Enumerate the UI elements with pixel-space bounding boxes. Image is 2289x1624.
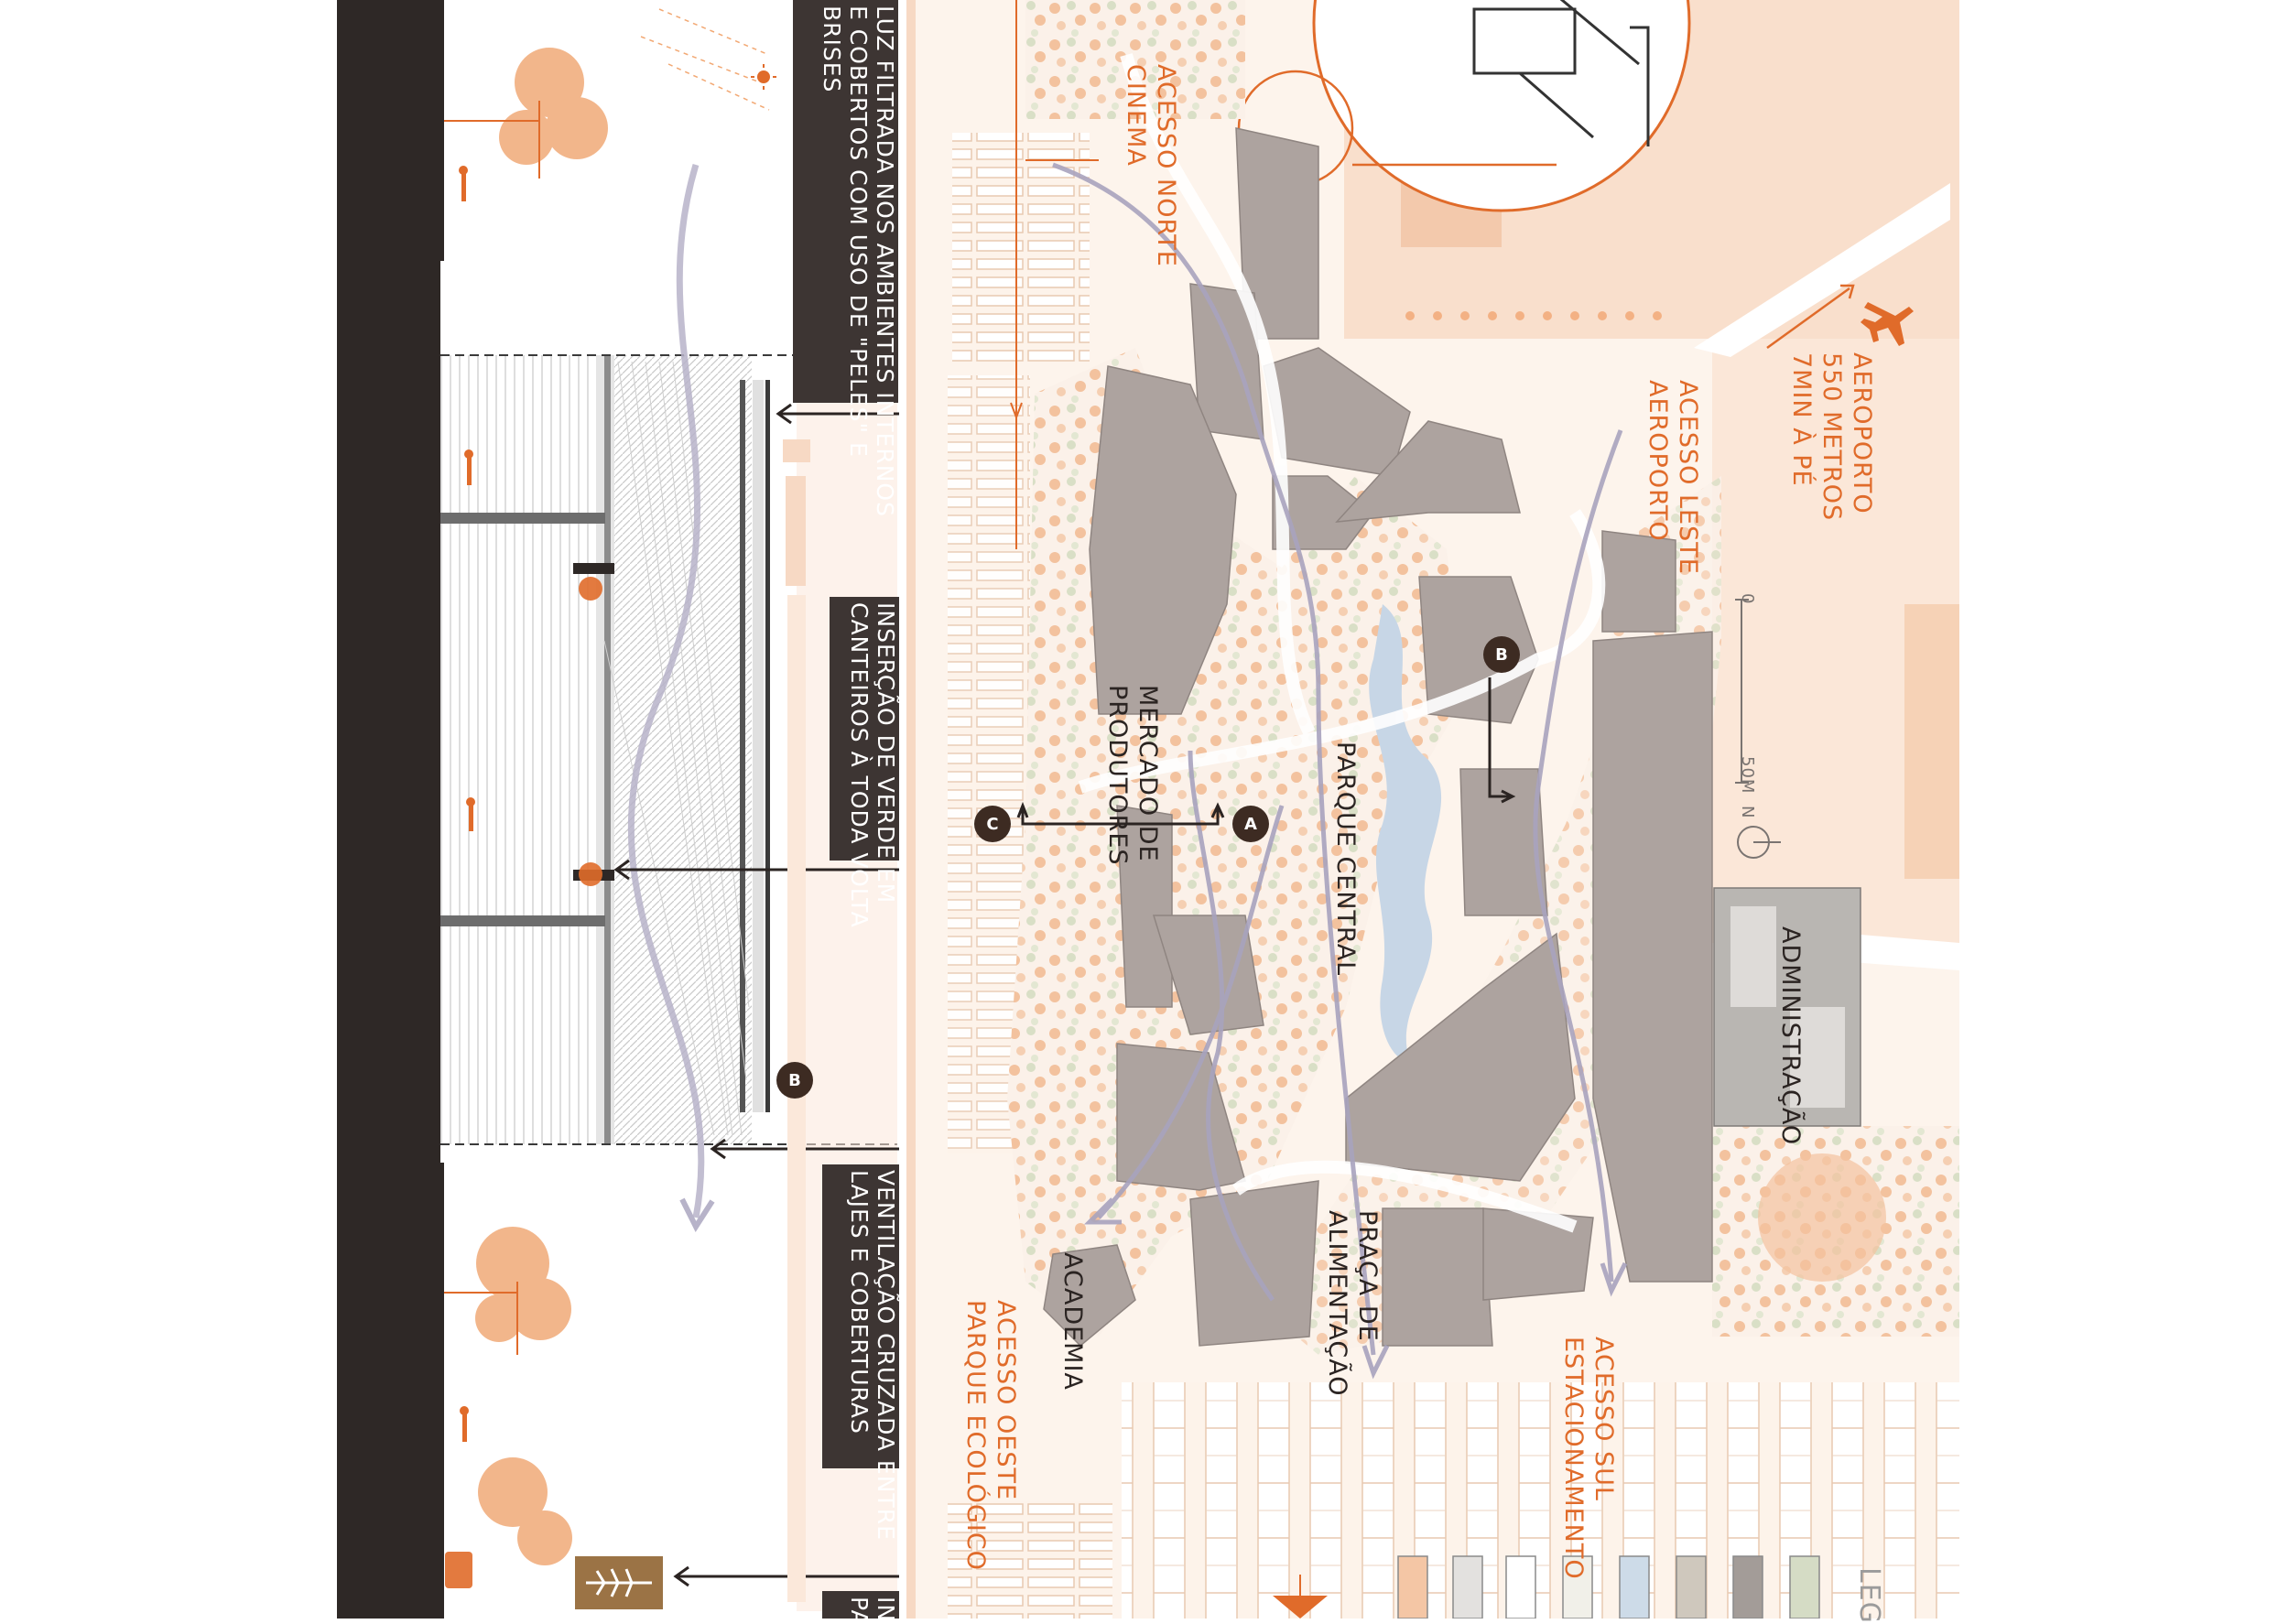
building-masses <box>1043 127 1713 1348</box>
scale-max: 50M <box>1738 756 1757 795</box>
scale-zero: 0 <box>1738 593 1757 605</box>
section-marker-b: B <box>1483 636 1520 673</box>
north-label: N <box>1738 806 1757 819</box>
site-plan <box>916 0 1959 1619</box>
section-marker-a: A <box>1232 806 1269 842</box>
section-marker-c: C <box>974 806 1011 842</box>
note-cut-off: INS PA <box>822 1591 899 1619</box>
label-south-access: ACESSO SUL ESTACIONAMENTO <box>1559 1337 1618 1580</box>
label-north-access: ACESSO NORTE CINEMA <box>1122 64 1180 267</box>
note-cross-ventilation: VENTILAÇÃO CRUZADA ENTRE LAJES E COBERTU… <box>822 1164 899 1541</box>
note-filtered-light: LUZ FILTRADA NOS AMBIENTES INTERNOS E CO… <box>793 0 898 517</box>
label-gym: ACADEMIA <box>1058 1252 1087 1391</box>
north-arrow-icon <box>1737 826 1781 859</box>
label-airport: AEROPORTO 550 METROS 7MIN À PÉ <box>1787 352 1876 522</box>
slab-hatching <box>440 355 596 1144</box>
note-green-beds: INSERÇÃO DE VERDE EM CANTEIROS À TODA VO… <box>830 597 899 928</box>
label-administration: ADMINISTRAÇÃO <box>1776 926 1805 1146</box>
label-west-access: ACESSO OESTE PARQUE ECOLÓGICO <box>961 1300 1020 1571</box>
label-legend-cut: LEG <box>1853 1567 1885 1624</box>
scale-bar <box>1735 599 1749 784</box>
person-icon <box>459 166 475 1442</box>
airplane-icon <box>1860 302 1914 346</box>
label-food-court: PRAÇA DE ALIMENTAÇÃO <box>1323 1210 1382 1397</box>
sun-icon <box>751 64 776 90</box>
legend-swatches <box>1397 1555 1820 1619</box>
section-ground-mass <box>337 0 440 1619</box>
label-east-access: ACESSO LESTE AEROPORTO <box>1644 380 1702 575</box>
leaf-icon <box>575 1556 663 1609</box>
label-producers-market: MERCADO DE PRODUTORES <box>1103 685 1162 866</box>
building-section <box>337 0 899 1619</box>
section-b-marker: B <box>776 1062 813 1099</box>
tree-icon <box>475 48 608 1565</box>
label-central-park: PARQUE CENTRAL <box>1331 742 1360 977</box>
